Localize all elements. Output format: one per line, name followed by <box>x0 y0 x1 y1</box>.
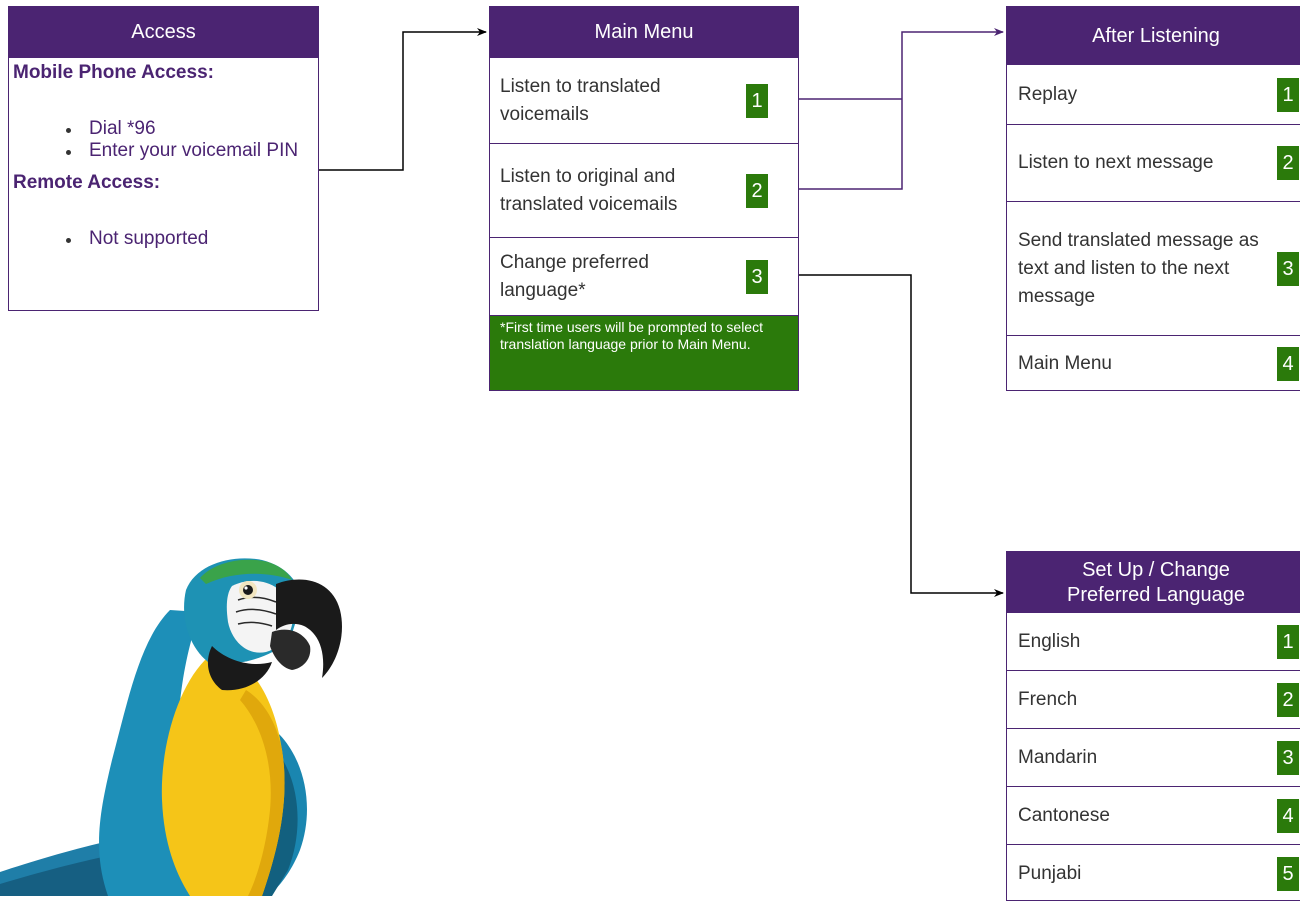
option-number-badge: 4 <box>1277 346 1299 381</box>
after-listening-panel: After Listening Replay 1 Listen to next … <box>1006 6 1300 391</box>
option-number-badge: 1 <box>1277 77 1299 112</box>
option-number-badge: 3 <box>746 259 768 294</box>
after-listening-title: After Listening <box>1007 7 1300 65</box>
parrot-eye-glint <box>244 586 248 590</box>
language-setup-panel: Set Up / Change Preferred Language Engli… <box>1006 551 1300 901</box>
option-label: English <box>1018 630 1081 652</box>
option-label: Cantonese <box>1018 804 1110 826</box>
list-item: Enter your voicemail PIN <box>66 140 304 162</box>
connector-option2-to-after-listening <box>799 28 1004 190</box>
list-item: Dial *96 <box>66 118 318 140</box>
after-listening-option-4[interactable]: Main Menu 4 <box>1007 336 1300 390</box>
parrot-eye <box>243 585 253 595</box>
option-number-badge: 5 <box>1277 857 1299 891</box>
after-listening-option-3[interactable]: Send translated message as text and list… <box>1007 202 1300 336</box>
parrot-crown <box>200 559 292 584</box>
language-option-punjabi[interactable]: Punjabi 5 <box>1007 845 1300 900</box>
option-label: Listen to original and translated voicem… <box>500 165 678 215</box>
parrot-throat <box>207 646 272 691</box>
option-number-badge: 4 <box>1277 798 1299 833</box>
macaw-parrot-illustration <box>0 558 342 896</box>
option-label: Main Menu <box>1018 352 1112 374</box>
option-label: Change preferred language* <box>500 251 649 301</box>
first-time-user-note: *First time users will be prompted to se… <box>490 316 798 390</box>
main-menu-option-1[interactable]: Listen to translated voicemails 1 <box>490 58 798 144</box>
after-listening-option-2[interactable]: Listen to next message 2 <box>1007 125 1300 202</box>
language-option-french[interactable]: French 2 <box>1007 671 1300 729</box>
access-panel: Access Mobile Phone Access: Dial *96 Ent… <box>8 6 319 311</box>
option-number-badge: 1 <box>746 83 768 118</box>
option-number-badge: 3 <box>1277 740 1299 775</box>
language-option-english[interactable]: English 1 <box>1007 613 1300 671</box>
option-number-badge: 2 <box>746 173 768 208</box>
after-listening-option-1[interactable]: Replay 1 <box>1007 65 1300 125</box>
connector-option3-to-language <box>799 274 1004 597</box>
parrot-beak-upper <box>276 579 342 678</box>
option-number-badge: 2 <box>1277 682 1299 717</box>
remote-access-heading: Remote Access: <box>13 172 161 193</box>
language-option-cantonese[interactable]: Cantonese 4 <box>1007 787 1300 845</box>
option-label: Listen to translated voicemails <box>500 75 661 125</box>
option-label: Punjabi <box>1018 863 1082 884</box>
connector-access-to-main-menu <box>319 28 487 171</box>
option-label: Replay <box>1018 83 1078 105</box>
list-item: Not supported <box>66 228 318 250</box>
option-label: Send translated message as text and list… <box>1018 229 1259 307</box>
access-title: Access <box>9 7 318 58</box>
option-label: Listen to next message <box>1018 152 1214 173</box>
language-title-line-1: Set Up / Change <box>1082 558 1230 581</box>
option-label: French <box>1018 688 1078 710</box>
main-menu-panel: Main Menu Listen to translated voicemail… <box>489 6 799 391</box>
parrot-chest-shade <box>240 690 285 896</box>
option-number-badge: 1 <box>1277 624 1299 659</box>
parrot-face-lines <box>235 596 277 627</box>
language-setup-title: Set Up / Change Preferred Language <box>1007 552 1300 613</box>
option-label: Mandarin <box>1018 746 1098 768</box>
option-number-badge: 2 <box>1277 146 1299 180</box>
main-menu-option-2[interactable]: Listen to original and translated voicem… <box>490 144 798 238</box>
parrot-tail-shade <box>0 856 110 896</box>
mobile-access-list: Dial *96 Enter your voicemail PIN <box>9 118 318 162</box>
remote-access-list: Not supported <box>9 228 318 250</box>
main-menu-option-3[interactable]: Change preferred language* 3 <box>490 238 798 316</box>
mobile-access-heading: Mobile Phone Access: <box>13 62 214 83</box>
option-number-badge: 3 <box>1277 251 1299 286</box>
language-title-line-2: Preferred Language <box>1067 583 1245 606</box>
language-option-mandarin[interactable]: Mandarin 3 <box>1007 729 1300 787</box>
main-menu-title: Main Menu <box>490 7 798 58</box>
parrot-beak-lower <box>270 629 311 670</box>
